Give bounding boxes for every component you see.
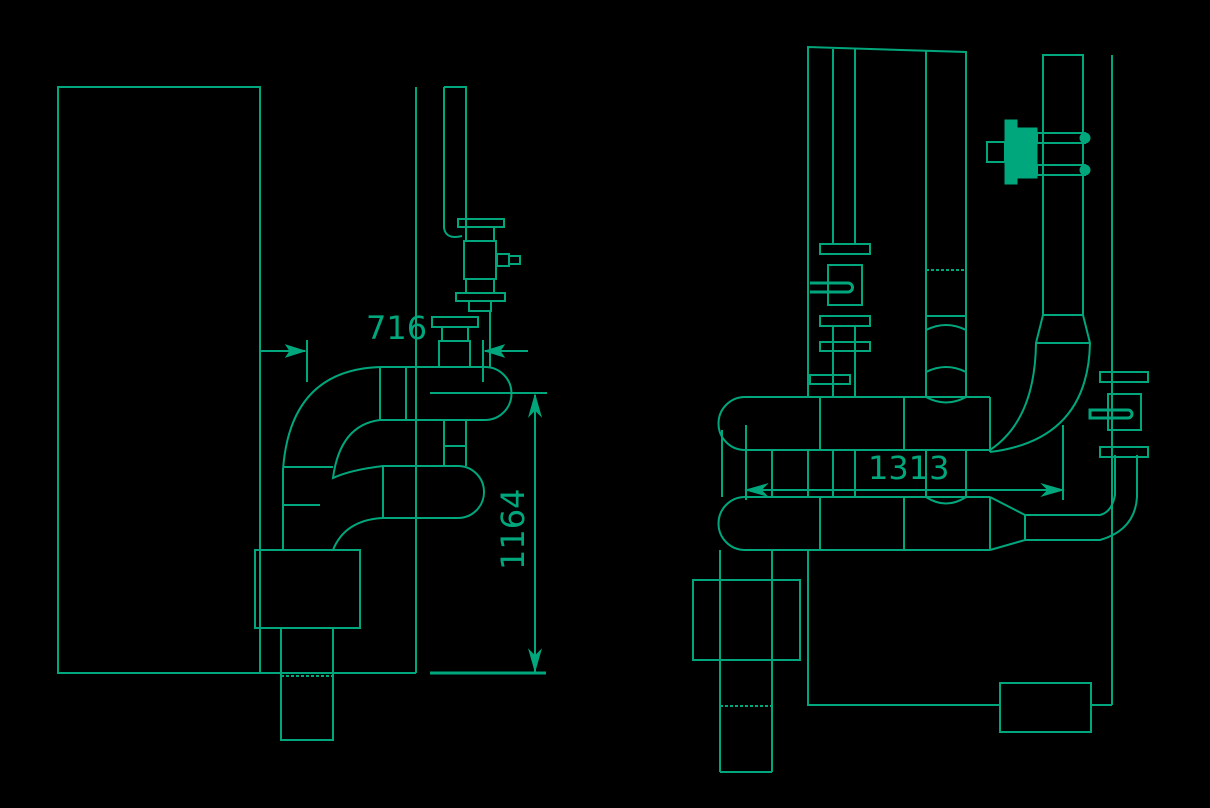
pump-box xyxy=(254,549,361,629)
dimension-label-1313: 1313 xyxy=(868,449,949,487)
lower-header-pipe xyxy=(717,455,1138,551)
dimension-label-1164: 1164 xyxy=(494,489,532,570)
valve-right xyxy=(1088,371,1149,458)
right-elevation-view: 1313 xyxy=(692,45,1149,773)
valve-upper xyxy=(455,218,521,367)
lower-horizontal-pipe xyxy=(332,465,485,551)
pump-box-right xyxy=(692,579,801,661)
upper-vertical-pipe xyxy=(443,86,467,238)
dimension-716: 716 xyxy=(260,309,528,382)
bottom-pipe-right xyxy=(719,550,773,773)
upper-header-pipe xyxy=(717,396,991,452)
left-elevation-view: 716 1164 xyxy=(57,86,547,741)
pipe-elbow xyxy=(282,366,384,550)
equipment-cabinet xyxy=(57,86,261,674)
dimension-label-716: 716 xyxy=(366,309,427,347)
return-pipe-elbow xyxy=(989,54,1092,453)
nozzle-flange xyxy=(431,316,479,368)
dimension-1164: 1164 xyxy=(430,392,547,673)
riser-between xyxy=(415,420,467,466)
tank-box xyxy=(999,682,1092,733)
sensor-fitting xyxy=(986,119,1091,185)
dimension-1313: 1313 xyxy=(744,425,1065,500)
drain-line xyxy=(807,550,1112,706)
valve-left xyxy=(809,243,871,397)
bottom-pipe xyxy=(280,627,334,741)
tall-duct xyxy=(807,45,967,397)
